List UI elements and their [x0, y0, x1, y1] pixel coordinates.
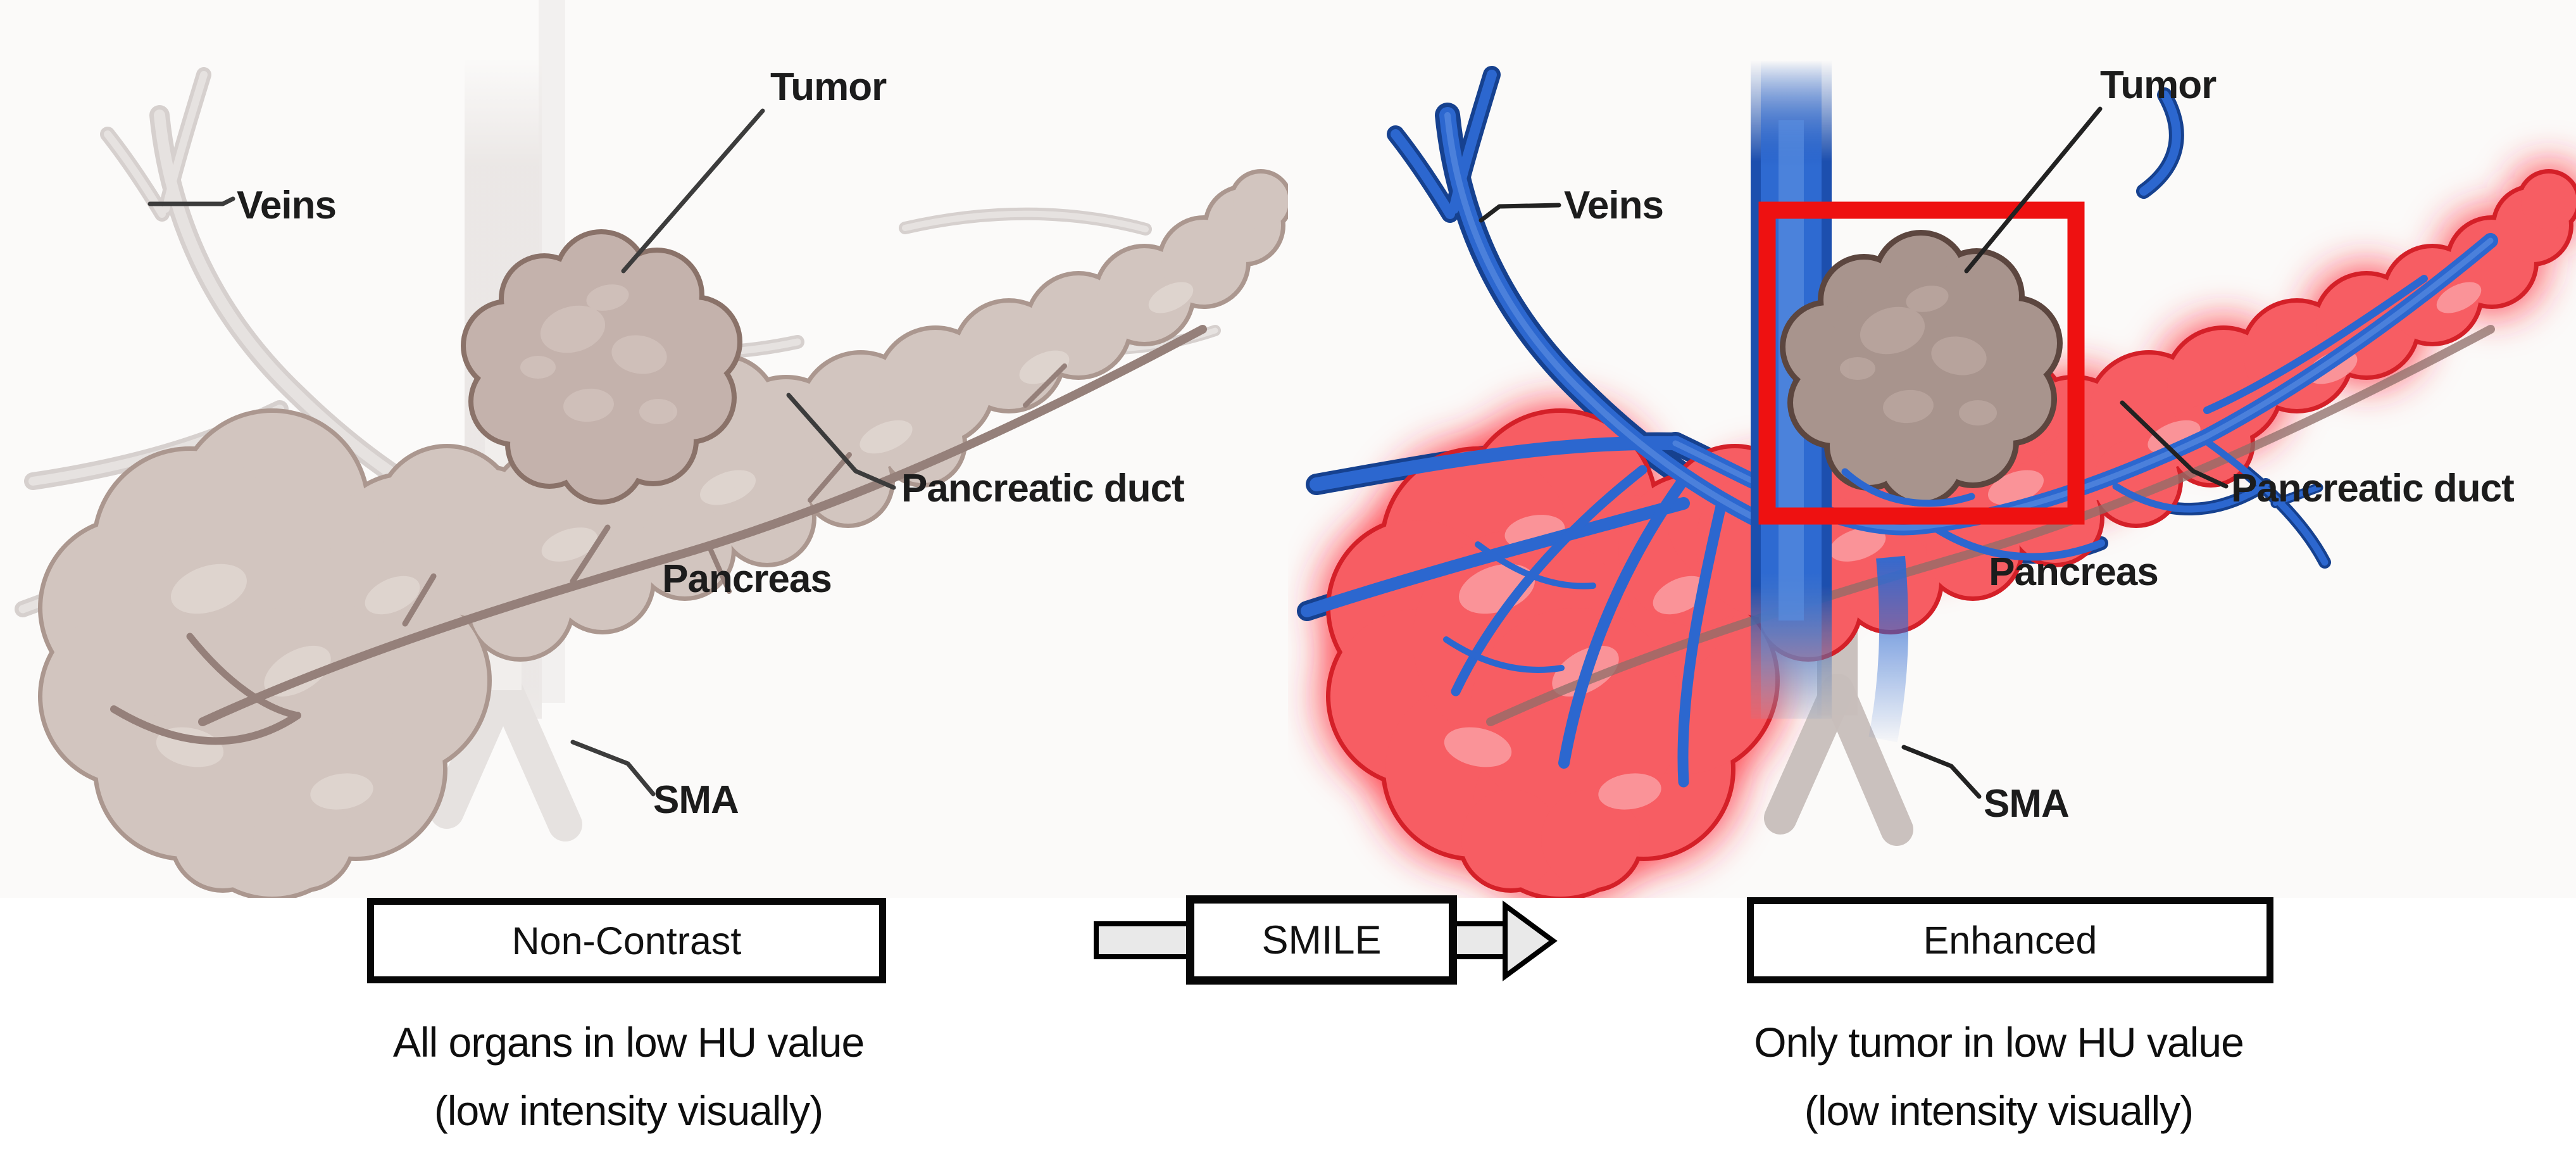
- vein-over-tumor: [1841, 468, 1975, 507]
- pancreatic-duct-vessel: [110, 325, 1207, 745]
- tumor-texture: [1840, 286, 1997, 425]
- pancreatic-duct-vessel: [1486, 325, 2495, 726]
- sma-leader-line: [1901, 745, 1982, 799]
- veins-label: Veins: [237, 184, 336, 227]
- enhanced-title-box: Enhanced: [1747, 897, 2273, 983]
- enhanced-caption-line2: (low intensity visually): [1804, 1087, 2194, 1134]
- pancreatic-duct-label: Pancreatic duct: [901, 467, 1184, 510]
- tumor-label: Tumor: [770, 65, 887, 109]
- noncontrast-illustration: Tumor Veins Pancreatic duct Pancreas SMA: [0, 0, 1288, 898]
- enhanced-caption-line1: Only tumor in low HU value: [1754, 1019, 2244, 1066]
- tumor-label: Tumor: [2100, 63, 2216, 107]
- sma-leader-line: [570, 740, 656, 797]
- noncontrast-title-box: Non-Contrast: [367, 898, 886, 983]
- pancreas-texture: [1444, 282, 2482, 810]
- veins-label: Veins: [1564, 184, 1663, 227]
- pancreas-label: Pancreas: [1989, 550, 2158, 594]
- enhanced-title: Enhanced: [1923, 919, 2098, 962]
- pancreas-organ: [42, 173, 1288, 897]
- tumor-leader-line: [621, 108, 765, 274]
- noncontrast-caption-line1: All organs in low HU value: [392, 1019, 865, 1066]
- noncontrast-caption: All organs in low HU value (low intensit…: [280, 1008, 977, 1145]
- pancreatic-duct-leader-line: [786, 393, 896, 490]
- enhanced-caption: Only tumor in low HU value (low intensit…: [1651, 1008, 2347, 1145]
- pancreas-texture: [156, 282, 1194, 810]
- smile-method-box: SMILE: [1186, 895, 1457, 985]
- veins-leader-line: [147, 196, 235, 206]
- noncontrast-caption-line2: (low intensity visually): [434, 1087, 823, 1134]
- left-annotations: Tumor Veins Pancreatic duct Pancreas SMA: [147, 65, 1185, 822]
- pancreatic-duct-leader-line: [2120, 400, 2229, 489]
- veins-leader-line: [1479, 203, 1561, 223]
- pancreas-label: Pancreas: [662, 557, 832, 601]
- tumor-leader-line: [1964, 106, 2103, 274]
- smile-method-label: SMILE: [1261, 917, 1382, 962]
- pancreatic-duct-label: Pancreatic duct: [2231, 467, 2514, 510]
- tumor-texture: [520, 284, 677, 424]
- enhanced-illustration: Tumor Veins Pancreatic duct Pancreas SMA: [1288, 0, 2576, 898]
- sma-label: SMA: [653, 778, 739, 822]
- sma-label: SMA: [1984, 782, 2069, 826]
- tumor-highlight-box: [1758, 201, 2085, 525]
- right-annotations: Tumor Veins Pancreatic duct Pancreas SMA: [1479, 63, 2515, 826]
- noncontrast-title: Non-Contrast: [511, 919, 742, 962]
